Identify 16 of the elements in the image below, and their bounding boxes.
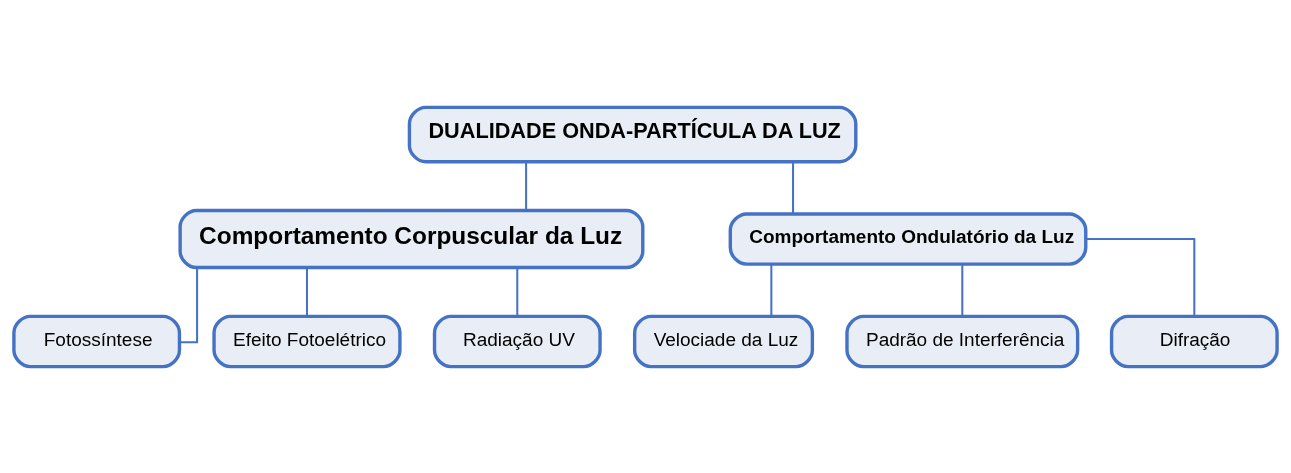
node-box: Efeito Fotoelétrico xyxy=(212,314,402,368)
connector xyxy=(525,161,528,210)
connector xyxy=(516,267,519,316)
connector xyxy=(1086,237,1196,316)
node-box: Radiação UV xyxy=(432,314,602,368)
node-box: Comportamento Ondulatório da Luz xyxy=(728,211,1088,266)
node-box: Comportamento Corpuscular da Luz xyxy=(178,208,645,269)
connector xyxy=(792,161,795,214)
node-box: DUALIDADE ONDA-PARTÍCULA DA LUZ xyxy=(407,105,858,163)
connector xyxy=(961,263,964,316)
connector xyxy=(305,267,308,316)
node-box: Padrão de Interferência xyxy=(845,314,1080,368)
connector xyxy=(770,263,773,316)
node-box: Velociade da Luz xyxy=(632,314,815,368)
node-box: Difração xyxy=(1109,314,1279,368)
node-box: Fotossíntese xyxy=(12,314,182,368)
